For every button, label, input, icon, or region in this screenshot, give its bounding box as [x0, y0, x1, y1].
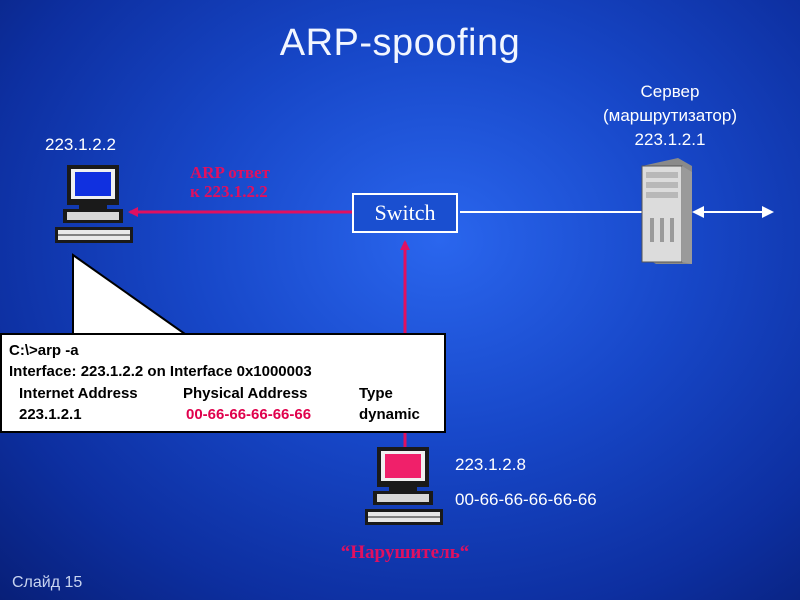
- arp-command: C:\>arp -a: [9, 342, 79, 359]
- server-ip: 223.1.2.1: [634, 130, 706, 149]
- header-type: Type: [359, 385, 393, 402]
- row-type: dynamic: [359, 406, 420, 423]
- arp-interface: Interface: 223.1.2.2 on Interface 0x1000…: [9, 363, 312, 380]
- attacker-ip-label: 223.1.2.8: [455, 455, 526, 474]
- arp-table-callout: C:\>arp -a Interface: 223.1.2.2 on Inter…: [0, 333, 446, 433]
- victim-computer-icon: [55, 165, 133, 243]
- arp-reply-line1: ARP ответ: [190, 163, 270, 182]
- slide-number: Слайд 15: [12, 574, 83, 591]
- header-physical-address: Physical Address: [183, 385, 308, 402]
- server-subtitle: (маршрутизатор): [603, 106, 737, 125]
- header-internet-address: Internet Address: [19, 385, 138, 402]
- callout-pointer: [72, 253, 189, 335]
- slide-title: ARP-spoofing: [279, 22, 521, 64]
- attacker-computer-icon: [365, 447, 443, 525]
- server-icon: [641, 158, 692, 264]
- arp-reply-line2: к 223.1.2.2: [190, 182, 268, 201]
- attacker-label: “Нарушитель“: [340, 542, 470, 563]
- server-label: Сервер (маршрутизатор) 223.1.2.1: [575, 80, 765, 152]
- row-internet-address: 223.1.2.1: [19, 406, 82, 423]
- server-title: Сервер: [640, 82, 700, 101]
- victim-ip-label: 223.1.2.2: [45, 135, 116, 154]
- switch-node: Switch: [352, 193, 458, 233]
- attacker-mac-label: 00-66-66-66-66-66: [455, 490, 597, 509]
- arp-reply-label: ARP ответ к 223.1.2.2: [190, 163, 270, 201]
- row-physical-address: 00-66-66-66-66-66: [186, 406, 312, 423]
